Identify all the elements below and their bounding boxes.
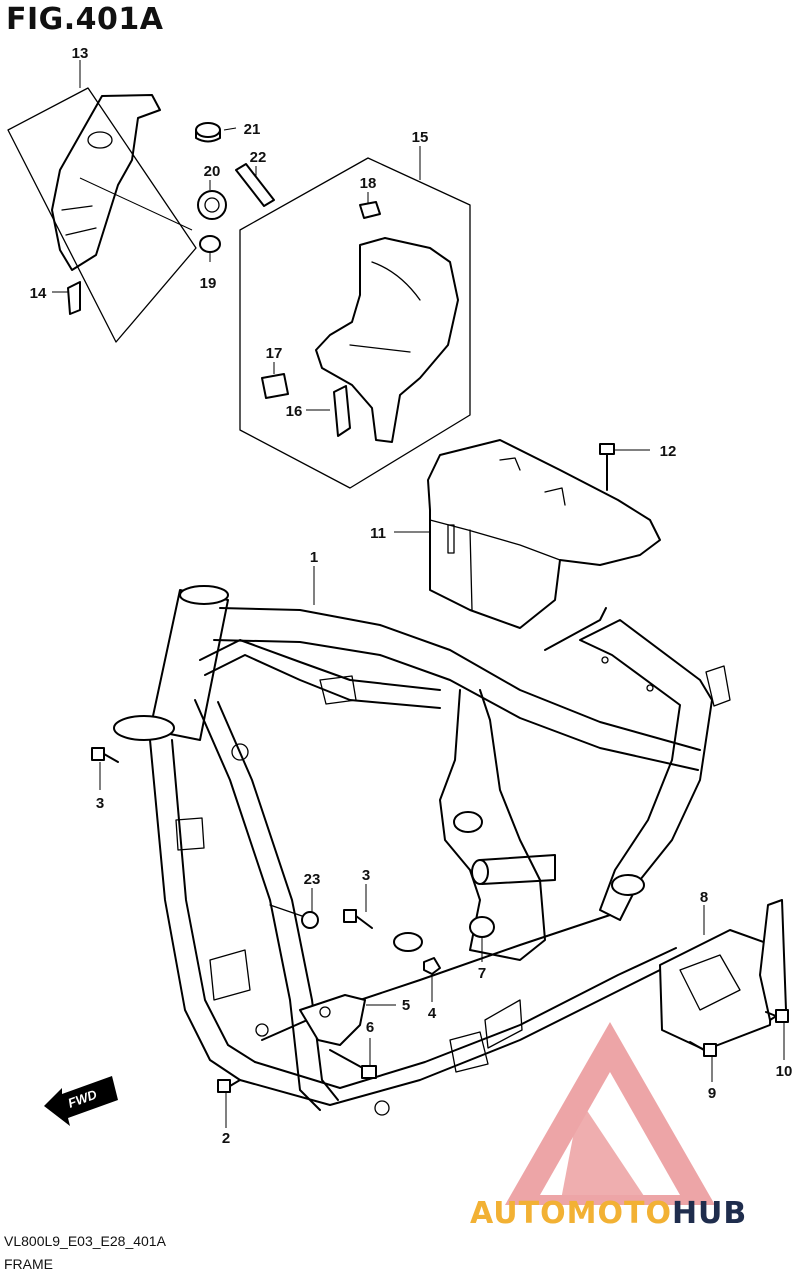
callout-10: 10 bbox=[776, 1063, 793, 1080]
watermark-part1: AUTOMOTO bbox=[470, 1196, 672, 1231]
callout-3-lower: 3 bbox=[362, 867, 370, 884]
callout-19: 19 bbox=[200, 275, 217, 292]
callout-20: 20 bbox=[204, 163, 221, 180]
callout-5: 5 bbox=[402, 997, 410, 1014]
callout-6: 6 bbox=[366, 1019, 374, 1036]
part-11-battery-box bbox=[427, 439, 661, 629]
watermark-part2: HUB bbox=[671, 1196, 748, 1231]
callout-14: 14 bbox=[30, 285, 47, 302]
part-4-nut bbox=[423, 957, 441, 975]
callout-8: 8 bbox=[700, 889, 708, 906]
part-23-cap bbox=[269, 904, 319, 929]
fwd-arrow: FWD bbox=[44, 1076, 118, 1126]
part-1-frame bbox=[113, 585, 731, 1116]
part-12-bolt bbox=[599, 443, 615, 491]
part-group-13-box bbox=[7, 87, 197, 343]
callout-23: 23 bbox=[304, 871, 321, 888]
watermark-logo bbox=[505, 1022, 715, 1205]
part-6-bolt bbox=[329, 1049, 377, 1079]
watermark-text: AUTOMOTOHUB bbox=[470, 1196, 747, 1231]
part-22-tape bbox=[235, 163, 275, 207]
callout-15: 15 bbox=[412, 129, 429, 146]
callout-9: 9 bbox=[708, 1085, 716, 1102]
callout-17: 17 bbox=[266, 345, 283, 362]
callout-16: 16 bbox=[286, 403, 303, 420]
callout-7: 7 bbox=[478, 965, 486, 982]
figure-name: FRAME bbox=[4, 1256, 53, 1272]
part-10-bolt bbox=[765, 1009, 789, 1023]
callout-2: 2 bbox=[222, 1130, 230, 1147]
part-9-bolt bbox=[689, 1041, 717, 1057]
callout-3-upper: 3 bbox=[96, 795, 104, 812]
callout-22: 22 bbox=[250, 149, 267, 166]
callout-13: 13 bbox=[72, 45, 89, 62]
part-21-damper bbox=[195, 122, 221, 143]
part-2-bolt bbox=[217, 1079, 241, 1093]
figure-title: FIG.401A bbox=[6, 2, 164, 37]
part-3-bolt-upper bbox=[91, 747, 119, 763]
part-group-15-box bbox=[239, 157, 471, 489]
callout-21: 21 bbox=[244, 121, 261, 138]
callout-18: 18 bbox=[360, 175, 377, 192]
part-19-collar bbox=[199, 235, 221, 253]
part-7-collar bbox=[393, 916, 495, 952]
callout-labels: 13 14 21 20 22 19 15 18 17 16 12 11 1 3 … bbox=[30, 45, 793, 1147]
figure-code: VL800L9_E03_E28_401A bbox=[4, 1233, 166, 1249]
leader-lines bbox=[52, 60, 785, 1128]
callout-12: 12 bbox=[660, 443, 677, 460]
part-8-bracket bbox=[659, 899, 787, 1051]
callout-4: 4 bbox=[428, 1005, 437, 1022]
part-3-bolt-lower bbox=[343, 909, 373, 929]
callout-11: 11 bbox=[370, 525, 386, 542]
part-5-bracket bbox=[299, 994, 366, 1046]
part-20-grommet bbox=[197, 190, 227, 220]
callout-1: 1 bbox=[310, 549, 318, 566]
